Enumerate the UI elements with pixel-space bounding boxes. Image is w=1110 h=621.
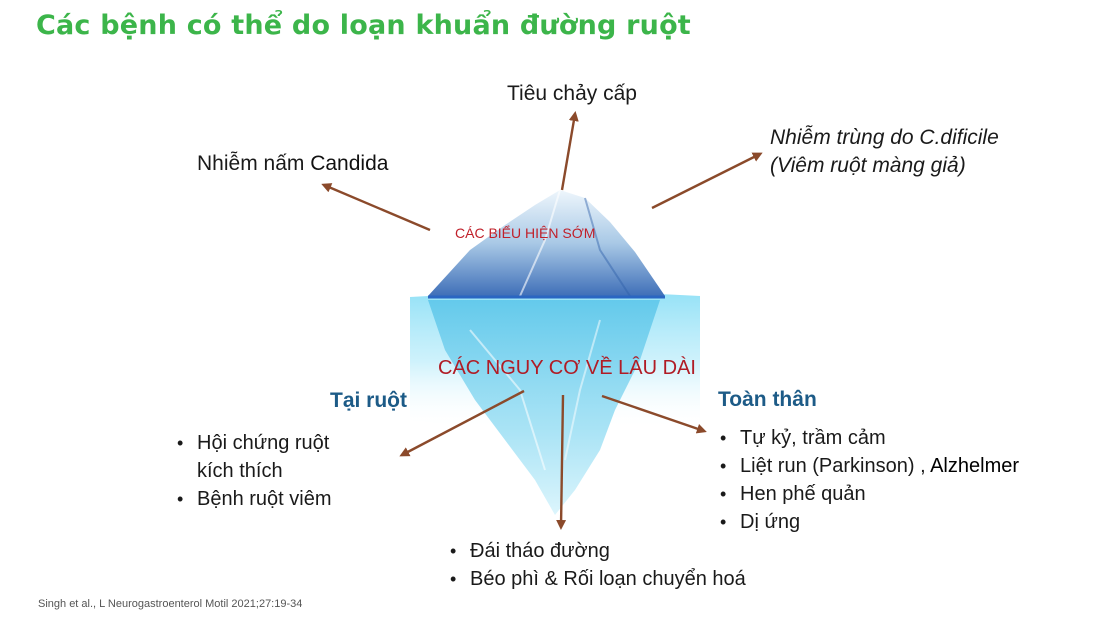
label-early-signs: CÁC BIỂU HIỆN SỚM xyxy=(455,225,596,241)
list-item-text-cont: kích thích xyxy=(197,460,283,482)
label-viem-ruot-mang-gia: (Viêm ruột màng giả) xyxy=(770,154,966,177)
page-title: Các bệnh có thể do loạn khuẩn đường ruột xyxy=(36,10,691,41)
list-toan-than: Tự kỷ, trầm cảm Liệt run (Parkinson) , A… xyxy=(720,424,1019,536)
heading-tai-ruot: Tại ruột xyxy=(330,389,407,412)
iceberg-peak xyxy=(428,190,665,296)
list-item: Hội chứng ruột kích thích xyxy=(177,429,332,485)
arrows xyxy=(321,111,763,530)
list-item: Dị ứng xyxy=(720,508,1019,536)
arrow-left-early xyxy=(321,183,431,232)
arrow-right-long xyxy=(601,394,707,434)
label-long-term-risks: CÁC NGUY CƠ VỀ LÂU DÀI xyxy=(438,357,696,379)
list-bottom: Đái tháo đường Béo phì & Rối loạn chuyển… xyxy=(450,537,746,593)
list-tai-ruot: Hội chứng ruột kích thích Bệnh ruột viêm xyxy=(177,429,332,513)
list-item: Hen phế quản xyxy=(720,480,1019,508)
heading-toan-than: Toàn thân xyxy=(718,388,817,411)
label-tieu-chay-cap: Tiêu chảy cấp xyxy=(507,82,637,105)
arrow-left-long xyxy=(399,389,525,457)
label-nhiem-nam-prefix: Nhiễm nấm xyxy=(197,152,311,175)
list-item: Liệt run (Parkinson) , Alzhelmer xyxy=(720,452,1019,480)
list-item: Đái tháo đường xyxy=(450,537,746,565)
list-item-alzhelmer: Alzhelmer xyxy=(930,455,1020,477)
arrow-right-early xyxy=(651,152,763,210)
list-item: Bệnh ruột viêm xyxy=(177,485,332,513)
label-c-dificile: Nhiễm trùng do C.dificile xyxy=(770,126,999,149)
arrow-bottom xyxy=(556,394,567,530)
label-nhiem-nam: Nhiễm nấm Candida xyxy=(197,152,388,176)
list-item-text: Liệt run (Parkinson) , xyxy=(740,455,931,477)
list-item: Tự kỷ, trầm cảm xyxy=(720,424,1019,452)
arrow-top xyxy=(560,111,579,191)
citation: Singh et al., L Neurogastroenterol Motil… xyxy=(38,598,303,610)
label-candida: Candida xyxy=(310,152,389,175)
list-item: Béo phì & Rối loạn chuyển hoá xyxy=(450,565,746,593)
iceberg-underwater xyxy=(428,300,660,515)
list-item-text: Hội chứng ruột xyxy=(197,432,330,454)
